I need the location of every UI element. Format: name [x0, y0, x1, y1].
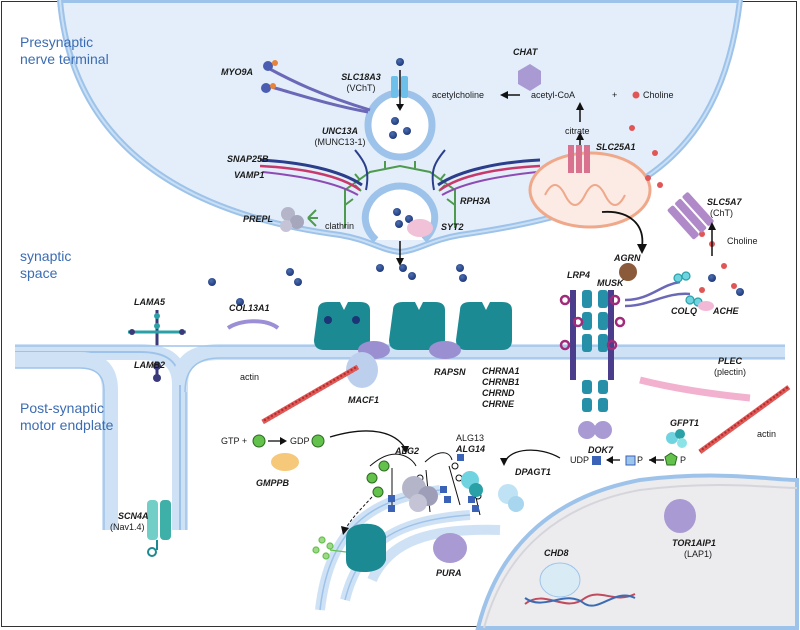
- label-vamp1: VAMP1: [234, 170, 265, 180]
- label-gdp: GDP: [290, 436, 310, 446]
- label-chat: CHAT: [513, 47, 538, 57]
- label-vcht: (VChT): [346, 83, 376, 93]
- region-label-postsynaptic: Post-synaptic motor endplate: [20, 400, 113, 434]
- label-citrate: citrate: [565, 126, 590, 136]
- snare-complex-left: [259, 149, 369, 196]
- acetylcholine-synthesis-arrows: [500, 91, 640, 150]
- label-plectin: (plectin): [713, 367, 746, 377]
- agrn-release-arrow: [601, 211, 647, 254]
- label-p-1: P: [637, 455, 644, 465]
- label-chd8: CHD8: [544, 548, 569, 558]
- pura-protein: [433, 533, 467, 563]
- label-slc5a7: SLC5A7: [707, 197, 742, 207]
- label-syt2: SYT2: [441, 222, 464, 232]
- label-rph3a: RPH3A: [460, 196, 491, 206]
- label-actin-right: actin: [757, 429, 777, 439]
- label-munc13: (MUNC13-1): [314, 137, 366, 147]
- postsynaptic-membrane: [15, 344, 785, 530]
- label-cht: (ChT): [710, 208, 733, 218]
- musk-lrp4-complex: [559, 263, 637, 439]
- region-synaptic-line1: synaptic: [20, 248, 72, 264]
- label-rapsn: RAPSN: [434, 367, 466, 377]
- label-nav: (Nav1.4): [110, 522, 145, 532]
- label-chrne: CHRNE: [482, 399, 515, 409]
- synaptic-vesicle-upper: [364, 58, 436, 161]
- label-clathrin: clathrin: [325, 221, 355, 231]
- snare-complex-right: [431, 149, 541, 196]
- label-p-2: P: [680, 455, 687, 465]
- prepl-protein: [280, 207, 318, 232]
- laminin: [128, 310, 186, 382]
- region-synaptic-line2: space: [20, 265, 58, 281]
- label-myo9a: MYO9A: [221, 67, 254, 77]
- label-chrnd: CHRND: [482, 388, 515, 398]
- label-scn4a: SCN4A: [118, 511, 149, 521]
- label-alg2: ALG2: [395, 446, 420, 456]
- label-alg13: ALG13: [456, 433, 485, 443]
- label-alg14: ALG14: [456, 444, 486, 454]
- label-lrp4: LRP4: [567, 270, 591, 280]
- region-presynaptic-line2: nerve terminal: [20, 51, 109, 67]
- glycosylation-pathway: [252, 429, 687, 572]
- label-udp: UDP: [570, 455, 590, 465]
- label-choline-top: Choline: [643, 90, 674, 100]
- col13a1-fiber: [226, 319, 280, 330]
- label-plus: +: [612, 90, 618, 100]
- label-unc13a: UNC13A: [321, 126, 358, 136]
- label-snap25b: SNAP25B: [227, 154, 269, 164]
- label-choline-right: Choline: [727, 236, 758, 246]
- label-lamb2: LAMB2: [134, 360, 165, 370]
- syt2-protein: [407, 219, 433, 237]
- label-ache: ACHE: [713, 306, 739, 316]
- region-postsynaptic-line2: motor endplate: [20, 417, 114, 433]
- actin-filament-right: [698, 385, 791, 454]
- myo9a-protein: [261, 60, 371, 114]
- choline-uptake-arrow: [708, 222, 716, 256]
- label-plec: PLEC: [717, 356, 742, 366]
- chat-enzyme: [518, 64, 541, 91]
- label-musk: MUSK: [597, 278, 624, 288]
- region-presynaptic-line1: Presynaptic: [20, 34, 94, 50]
- label-dpagt1: DPAGT1: [515, 467, 551, 477]
- label-chrna1: CHRNA1: [482, 366, 520, 376]
- colq-ache-complex: [624, 271, 714, 311]
- region-postsynaptic-line1: Post-synaptic: [20, 400, 105, 416]
- region-label-presynaptic: Presynaptic nerve terminal: [20, 34, 109, 68]
- region-label-synaptic: synaptic space: [20, 248, 71, 282]
- tor1aip1-protein: [664, 499, 696, 533]
- chd8-dna: [524, 562, 636, 607]
- acetylcholine-molecules: [208, 264, 744, 306]
- plectin-fiber: [639, 376, 751, 402]
- label-chrn-group: CHRNA1 CHRNB1 CHRND CHRNE: [482, 366, 520, 410]
- label-col13a1: COL13A1: [229, 303, 270, 313]
- label-gtp: GTP +: [221, 436, 248, 446]
- nucleus: [475, 473, 799, 630]
- actin-filament-left: [261, 364, 360, 425]
- label-slc18a3: SLC18A3: [341, 72, 381, 82]
- label-chrnb1: CHRNB1: [482, 377, 520, 387]
- label-macf1: MACF1: [348, 395, 379, 405]
- mitochondrion: [528, 145, 652, 229]
- label-gmppb: GMPPB: [256, 478, 290, 488]
- label-acetylcholine: acetylcholine: [432, 90, 485, 100]
- label-dok7: DOK7: [588, 445, 614, 455]
- label-lama5: LAMA5: [134, 297, 165, 307]
- label-tor1aip1: TOR1AIP1: [672, 538, 716, 548]
- label-colq: COLQ: [671, 306, 697, 316]
- macf1-protein: [346, 352, 378, 388]
- label-actin-left: actin: [240, 372, 260, 382]
- label-prepl: PREPL: [243, 214, 274, 224]
- label-gfpt1: GFPT1: [670, 418, 700, 428]
- scn4a-channel: [147, 500, 171, 557]
- label-agrn: AGRN: [614, 253, 641, 263]
- label-slc25a1: SLC25A1: [596, 142, 636, 152]
- achr-channels: [314, 302, 512, 359]
- label-pura: PURA: [436, 568, 462, 578]
- slc5a7-transporter: [667, 192, 714, 240]
- label-acetyl-coa: acetyl-CoA: [531, 90, 576, 100]
- label-lap1: (LAP1): [684, 549, 713, 559]
